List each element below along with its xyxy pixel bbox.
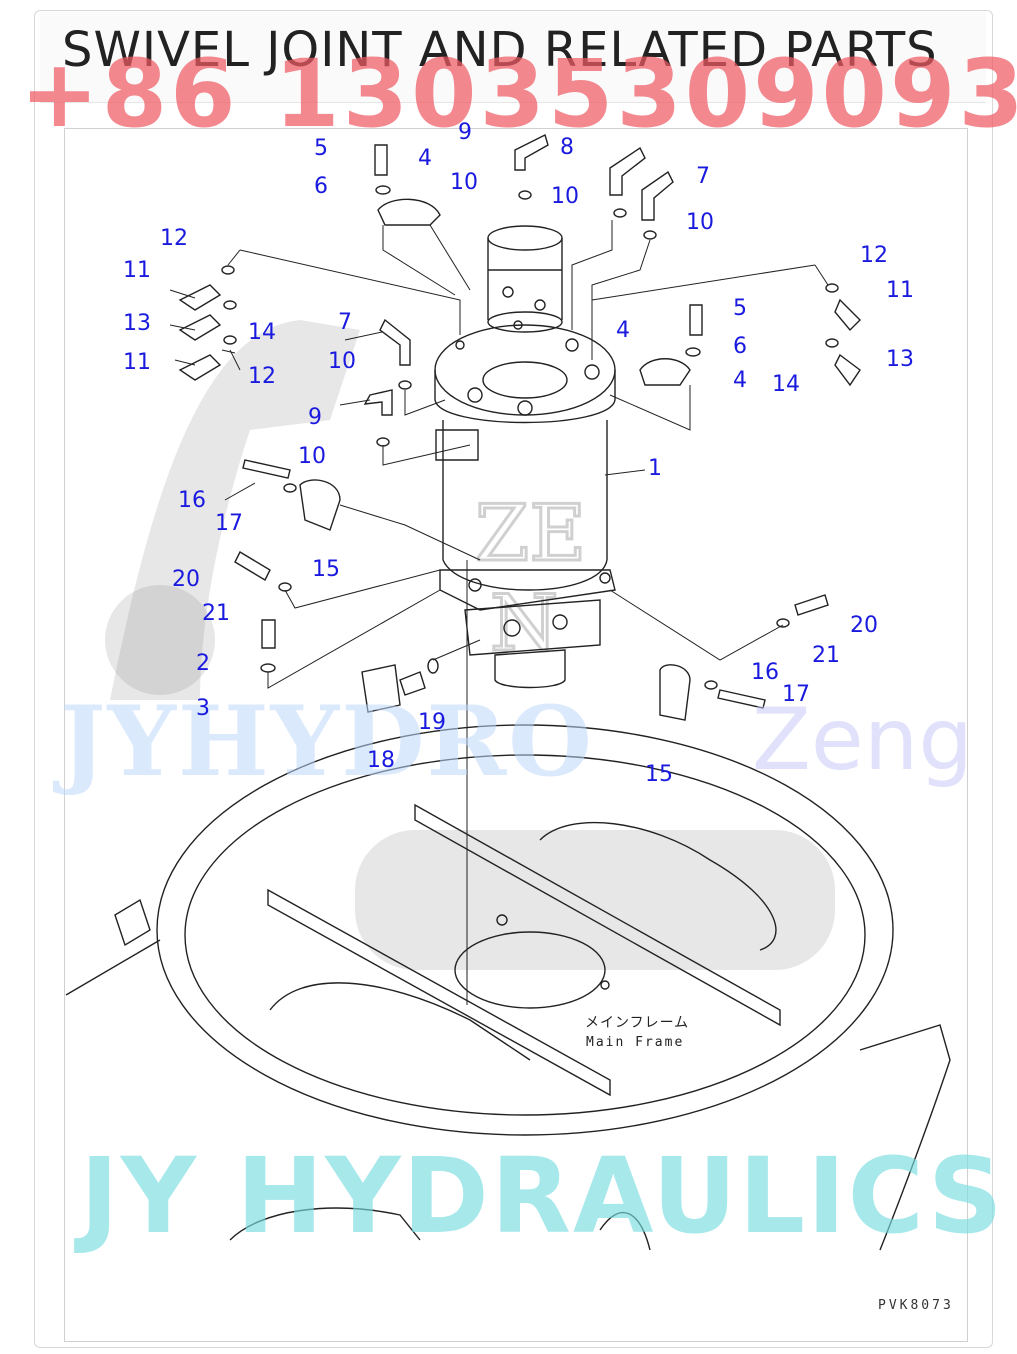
callout-9: 9 <box>308 405 322 430</box>
callout-19: 19 <box>418 710 446 735</box>
callout-10: 10 <box>450 170 478 195</box>
diagram-frame <box>64 128 968 1342</box>
callout-10: 10 <box>686 210 714 235</box>
callout-20: 20 <box>172 567 200 592</box>
callout-12: 12 <box>248 364 276 389</box>
callout-8: 8 <box>560 135 574 160</box>
callout-4: 4 <box>733 368 747 393</box>
callout-3: 3 <box>196 696 210 721</box>
callout-7: 7 <box>338 310 352 335</box>
callout-12: 12 <box>160 226 188 251</box>
o-rings <box>221 185 839 690</box>
callout-17: 17 <box>215 511 243 536</box>
callout-18: 18 <box>367 748 395 773</box>
main-frame <box>65 724 951 1251</box>
watermark-jyhydro: JYHYDRO <box>60 685 594 798</box>
callout-5: 5 <box>314 136 328 161</box>
callout-10: 10 <box>551 184 579 209</box>
watermark-phone: +86 13035309093 <box>20 40 1017 149</box>
leader-lines <box>169 220 829 689</box>
main-frame-label-en: Main Frame <box>586 1035 685 1050</box>
watermark-jy-hydraulics: JY HYDRAULICS <box>80 1135 1005 1257</box>
svg-text:N: N <box>490 579 558 669</box>
callout-17: 17 <box>782 682 810 707</box>
drawing-code: PVK8073 <box>878 1298 954 1313</box>
callout-7: 7 <box>696 164 710 189</box>
callout-2: 2 <box>196 651 210 676</box>
page-title: SWIVEL JOINT AND RELATED PARTS <box>62 22 938 78</box>
callout-10: 10 <box>298 444 326 469</box>
callout-16: 16 <box>178 488 206 513</box>
background-logo-letters: ZE N <box>474 488 588 671</box>
callout-11: 11 <box>886 278 914 303</box>
callout-21: 21 <box>202 601 230 626</box>
svg-text:ZE: ZE <box>475 489 586 579</box>
title-bar <box>40 12 986 103</box>
callout-11: 11 <box>123 258 151 283</box>
callout-4: 4 <box>616 318 630 343</box>
callout-14: 14 <box>772 372 800 397</box>
callout-15: 15 <box>645 762 673 787</box>
callout-11: 11 <box>123 350 151 375</box>
fittings <box>178 134 861 721</box>
callout-1: 1 <box>648 456 662 481</box>
callout-16: 16 <box>751 660 779 685</box>
callout-5: 5 <box>733 296 747 321</box>
callout-20: 20 <box>850 613 878 638</box>
callout-21: 21 <box>812 643 840 668</box>
callout-12: 12 <box>860 243 888 268</box>
callout-6: 6 <box>314 174 328 199</box>
callout-10: 10 <box>328 349 356 374</box>
main-frame-label-jp: メインフレーム <box>585 1015 690 1031</box>
callout-4: 4 <box>418 146 432 171</box>
callout-14: 14 <box>248 320 276 345</box>
watermark-zeng: Zeng <box>752 690 973 790</box>
callout-15: 15 <box>312 557 340 582</box>
background-logo <box>105 320 835 970</box>
callout-13: 13 <box>123 311 151 336</box>
swivel-joint-body <box>434 225 616 1005</box>
callout-13: 13 <box>886 347 914 372</box>
callout-6: 6 <box>733 334 747 359</box>
callout-9: 9 <box>458 120 472 145</box>
